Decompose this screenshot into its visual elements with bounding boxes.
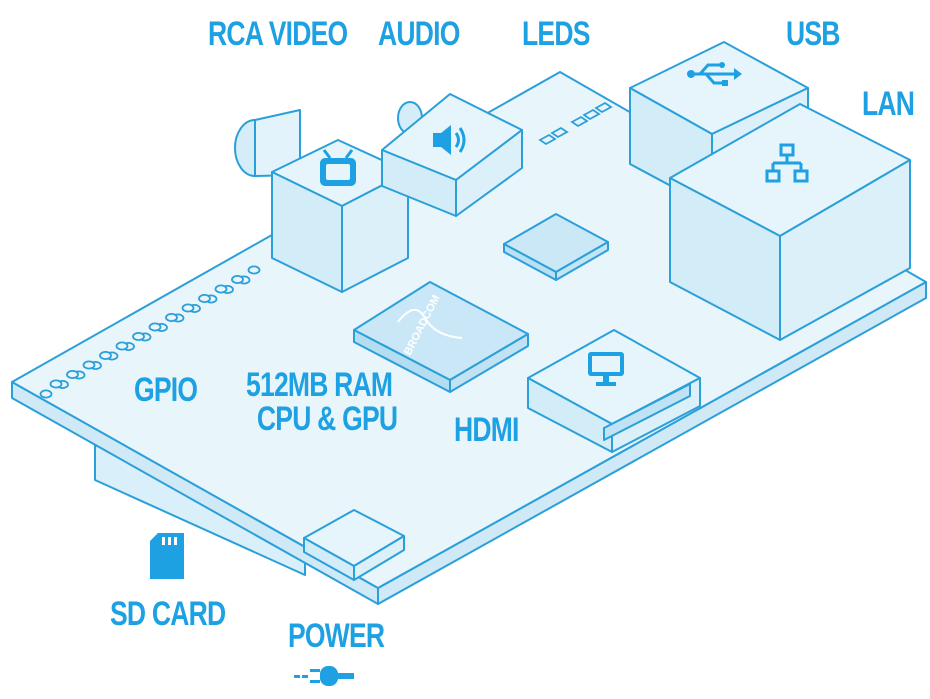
gpio-pins bbox=[39, 265, 261, 399]
ram-label: 512MB RAM bbox=[246, 366, 393, 404]
audio-connector bbox=[381, 93, 523, 217]
lan-port bbox=[669, 103, 911, 341]
gpio-pin bbox=[181, 303, 195, 313]
gpio-pin bbox=[214, 284, 228, 294]
gpio-pin bbox=[247, 265, 261, 275]
gpio-pin bbox=[132, 331, 145, 341]
led bbox=[538, 133, 557, 146]
hdmi-label: HDMI bbox=[454, 411, 519, 449]
gpio-pin bbox=[165, 312, 178, 322]
gpio-pin bbox=[99, 350, 112, 360]
gpio-pin bbox=[198, 293, 211, 303]
gpio-pin bbox=[82, 360, 96, 370]
gpio-pin bbox=[39, 389, 53, 399]
sd-card-label: SD CARD bbox=[110, 595, 226, 633]
lan-label: LAN bbox=[862, 85, 915, 123]
audio-label: AUDIO bbox=[378, 15, 460, 53]
rca-video-connector bbox=[234, 109, 409, 293]
ram-cpu-gpu-label: 512MB RAM CPU & GPU bbox=[246, 366, 398, 438]
small-chip bbox=[503, 213, 609, 281]
usb-label: USB bbox=[786, 15, 840, 53]
led bbox=[570, 115, 589, 128]
gpio-pin bbox=[115, 341, 129, 351]
broadcom-chip bbox=[353, 281, 529, 393]
gpio-pin bbox=[231, 274, 244, 284]
sd-card-icon bbox=[150, 533, 184, 579]
gpio-label: GPIO bbox=[134, 371, 198, 409]
gpio-pin bbox=[66, 369, 79, 379]
speaker-icon bbox=[433, 125, 466, 155]
leds-label: LEDS bbox=[522, 15, 590, 53]
led bbox=[582, 108, 601, 121]
power-label: POWER bbox=[288, 617, 385, 655]
usb-icon bbox=[687, 62, 742, 86]
led bbox=[550, 126, 569, 139]
cpu-gpu-label: CPU & GPU bbox=[256, 400, 398, 438]
gpio-pin bbox=[148, 322, 162, 332]
gpio-pin bbox=[49, 379, 63, 389]
tv-icon bbox=[320, 149, 356, 186]
power-plug-icon bbox=[294, 666, 354, 686]
led bbox=[594, 101, 613, 114]
power-connector bbox=[303, 509, 405, 581]
rca-video-label: RCA VIDEO bbox=[208, 15, 348, 53]
leds bbox=[538, 101, 613, 146]
monitor-icon bbox=[588, 352, 624, 386]
hdmi-connector bbox=[527, 329, 701, 453]
network-icon bbox=[765, 143, 809, 183]
